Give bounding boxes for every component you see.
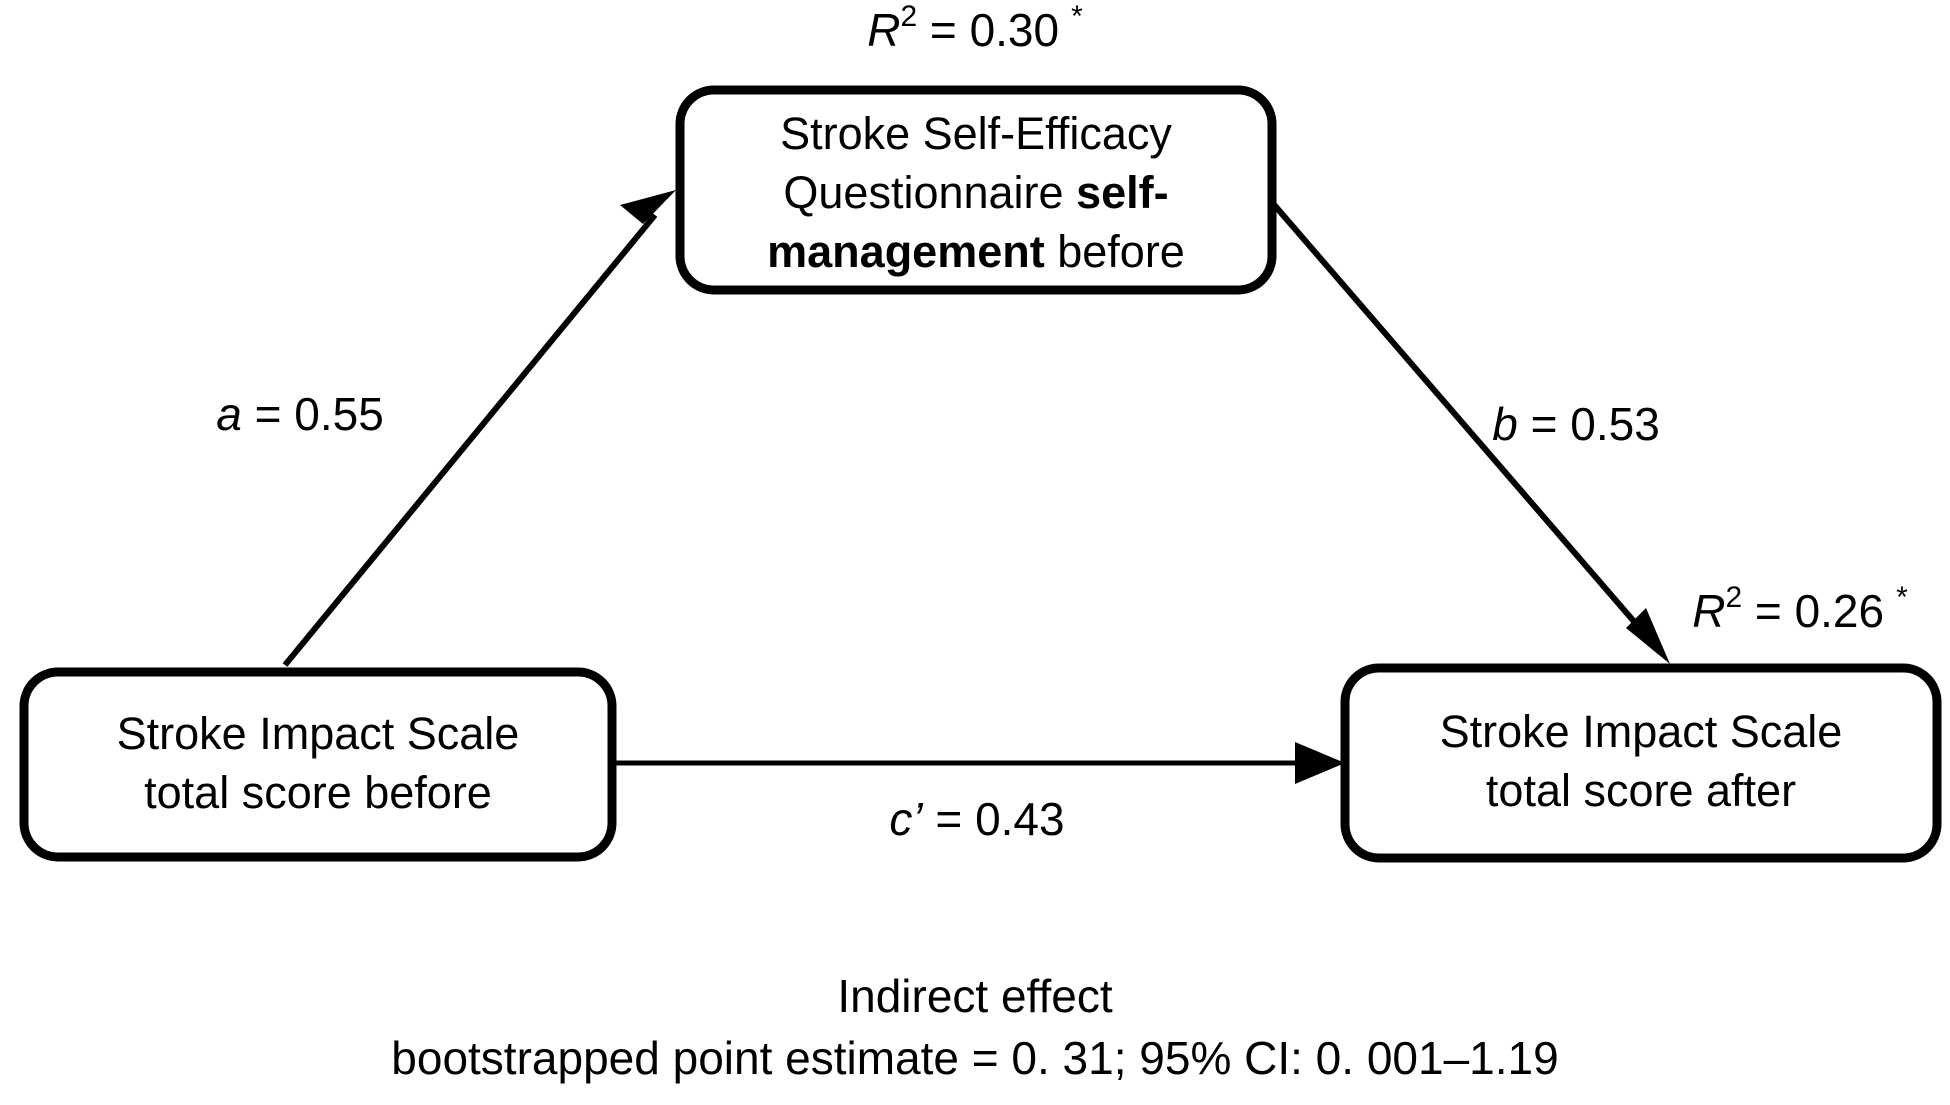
r-squared-outcome-exponent: 2 xyxy=(1725,581,1742,614)
r-squared-mediator-symbol: R xyxy=(867,4,900,56)
path-b-arrow xyxy=(1267,198,1670,664)
path-a-label: a = 0.55 xyxy=(216,388,384,440)
caption-line-2: bootstrapped point estimate = 0. 31; 95%… xyxy=(391,1032,1558,1084)
r-squared-mediator-value: 0.30 xyxy=(970,4,1060,56)
path-b-equals: = xyxy=(1518,398,1570,450)
path-a-arrow xyxy=(282,190,676,667)
path-b-arrowhead xyxy=(1626,608,1670,664)
node-mediator[interactable]: Stroke Self-Efficacy Questionnaire self-… xyxy=(675,85,1277,295)
node-outcome-box[interactable] xyxy=(1340,663,1942,863)
node-mediator-line-2: Questionnaire self- xyxy=(783,167,1168,218)
node-outcome[interactable]: Stroke Impact Scale total score after xyxy=(1340,663,1942,863)
path-c-prime-value: 0.43 xyxy=(975,793,1065,845)
r-squared-mediator-label: R2 = 0.30 * xyxy=(867,0,1083,56)
node-predictor-box[interactable] xyxy=(19,667,617,862)
node-outcome-line-2: total score after xyxy=(1486,765,1796,816)
path-a-value: 0.55 xyxy=(294,388,384,440)
r-squared-outcome-significance: * xyxy=(1896,581,1908,614)
node-predictor-line-2: total score before xyxy=(144,767,492,818)
node-mediator-line-3-bold: management xyxy=(767,226,1045,277)
caption-line-1: Indirect effect xyxy=(837,970,1113,1022)
path-c-prime-equals: = xyxy=(923,793,975,845)
node-mediator-box[interactable] xyxy=(675,85,1277,295)
path-b-line xyxy=(1267,198,1653,642)
r-squared-outcome-symbol: R xyxy=(1692,585,1725,637)
path-c-prime-symbol: c xyxy=(889,793,912,845)
path-c-prime-prime-mark: ’ xyxy=(912,793,923,845)
r-squared-outcome-value: 0.26 xyxy=(1795,585,1885,637)
path-c-prime-arrow xyxy=(612,742,1345,784)
path-c-prime-arrowhead xyxy=(1295,742,1345,784)
path-a-arrowhead xyxy=(620,190,676,224)
node-mediator-line-2-regular: Questionnaire xyxy=(783,167,1076,218)
path-c-prime-label: c’ = 0.43 xyxy=(889,793,1064,845)
node-mediator-line-3: management before xyxy=(767,226,1185,277)
r-squared-outcome-equals: = xyxy=(1742,585,1794,637)
node-mediator-line-1: Stroke Self-Efficacy xyxy=(780,108,1172,159)
node-mediator-line-2-bold: self- xyxy=(1076,167,1169,218)
path-a-symbol: a xyxy=(216,388,242,440)
node-mediator-line-3-regular: before xyxy=(1045,226,1185,277)
node-outcome-line-1: Stroke Impact Scale xyxy=(1440,706,1843,757)
path-b-label: b = 0.53 xyxy=(1492,398,1660,450)
node-predictor-line-1: Stroke Impact Scale xyxy=(117,708,520,759)
path-b-value: 0.53 xyxy=(1570,398,1660,450)
path-a-line xyxy=(282,213,658,667)
r-squared-outcome-label: R2 = 0.26 * xyxy=(1692,581,1908,637)
r-squared-mediator-exponent: 2 xyxy=(900,0,917,33)
r-squared-mediator-equals: = xyxy=(917,4,969,56)
r-squared-mediator-significance: * xyxy=(1071,0,1083,33)
path-b-symbol: b xyxy=(1492,398,1518,450)
path-a-equals: = xyxy=(242,388,294,440)
node-predictor[interactable]: Stroke Impact Scale total score before xyxy=(19,667,617,862)
